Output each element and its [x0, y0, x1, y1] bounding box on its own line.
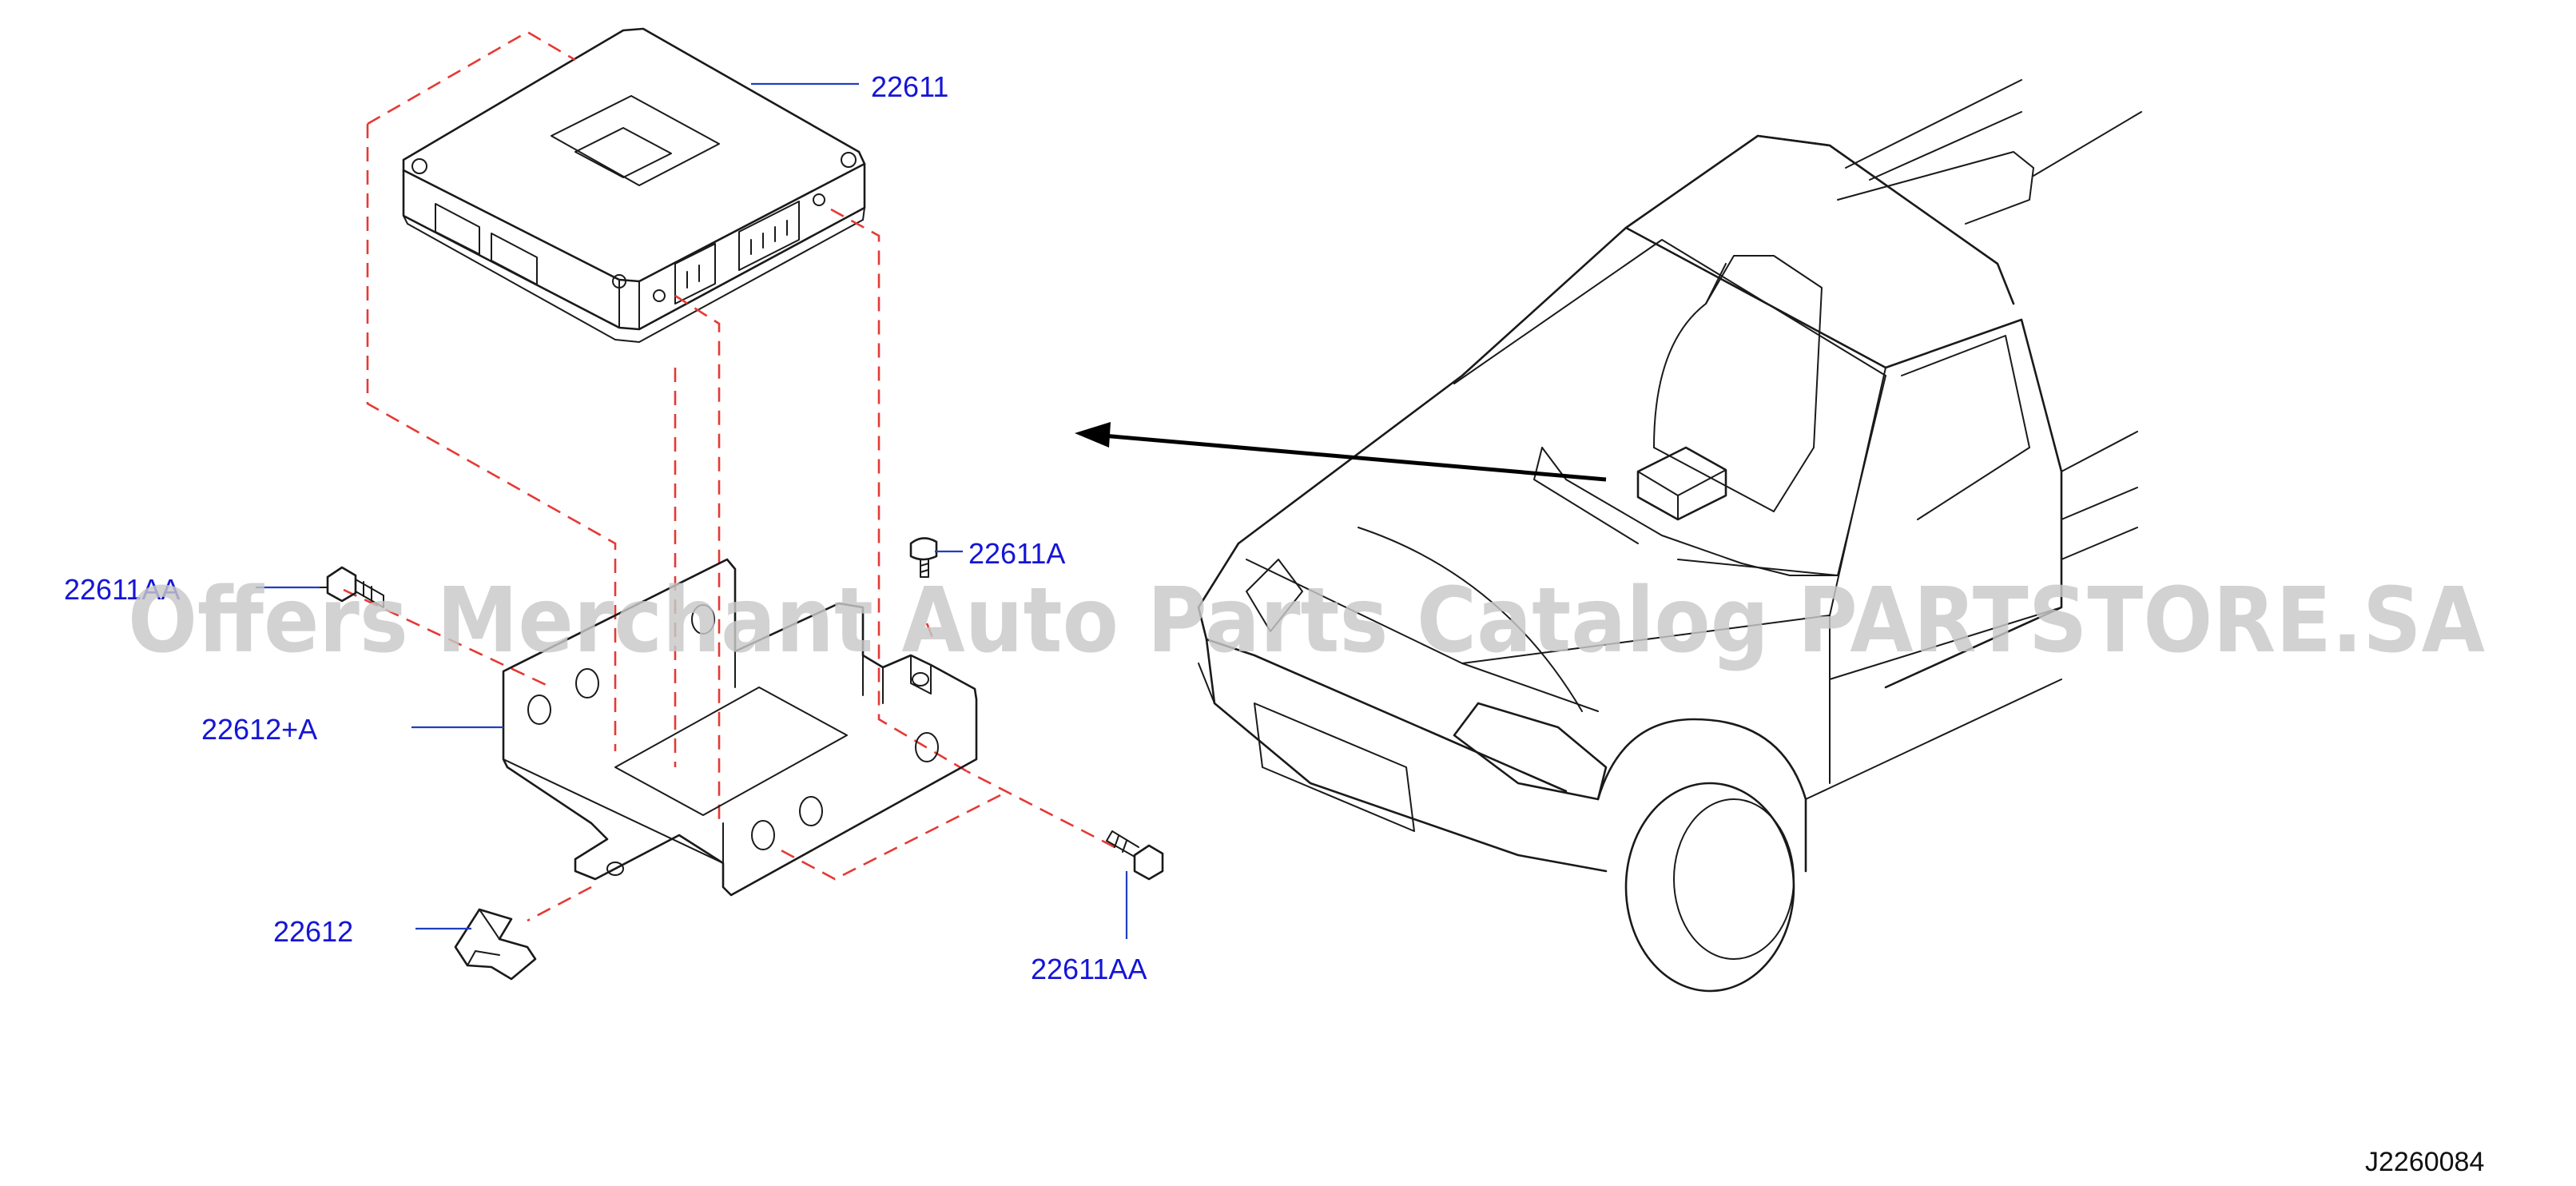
bolt-right-drawing[interactable] — [1106, 830, 1164, 881]
watermark-text: Offers Merchant Auto Parts Catalog PARTS… — [128, 569, 2485, 673]
label-control-unit[interactable]: 22611 — [871, 70, 948, 103]
label-screw-a[interactable]: 22611A — [968, 537, 1065, 570]
leader-lines — [256, 82, 1128, 939]
bracket-drawing[interactable] — [502, 558, 978, 897]
bolt-left-drawing[interactable] — [317, 566, 384, 608]
label-bolt-left[interactable]: 22611AA — [64, 573, 180, 606]
screw-22611a-drawing[interactable] — [909, 537, 938, 578]
vehicle-drawing — [1197, 79, 2142, 993]
label-bolt-right[interactable]: 22611AA — [1031, 953, 1147, 985]
control-unit-drawing[interactable] — [402, 27, 866, 343]
location-arrow — [1075, 422, 1607, 482]
label-bracket[interactable]: 22612+A — [201, 713, 317, 746]
diagram-code: J2260084 — [2365, 1147, 2484, 1177]
clip-22612-drawing[interactable] — [454, 908, 537, 981]
alignment-guides — [343, 30, 1115, 922]
label-clip[interactable]: 22612 — [273, 915, 353, 948]
